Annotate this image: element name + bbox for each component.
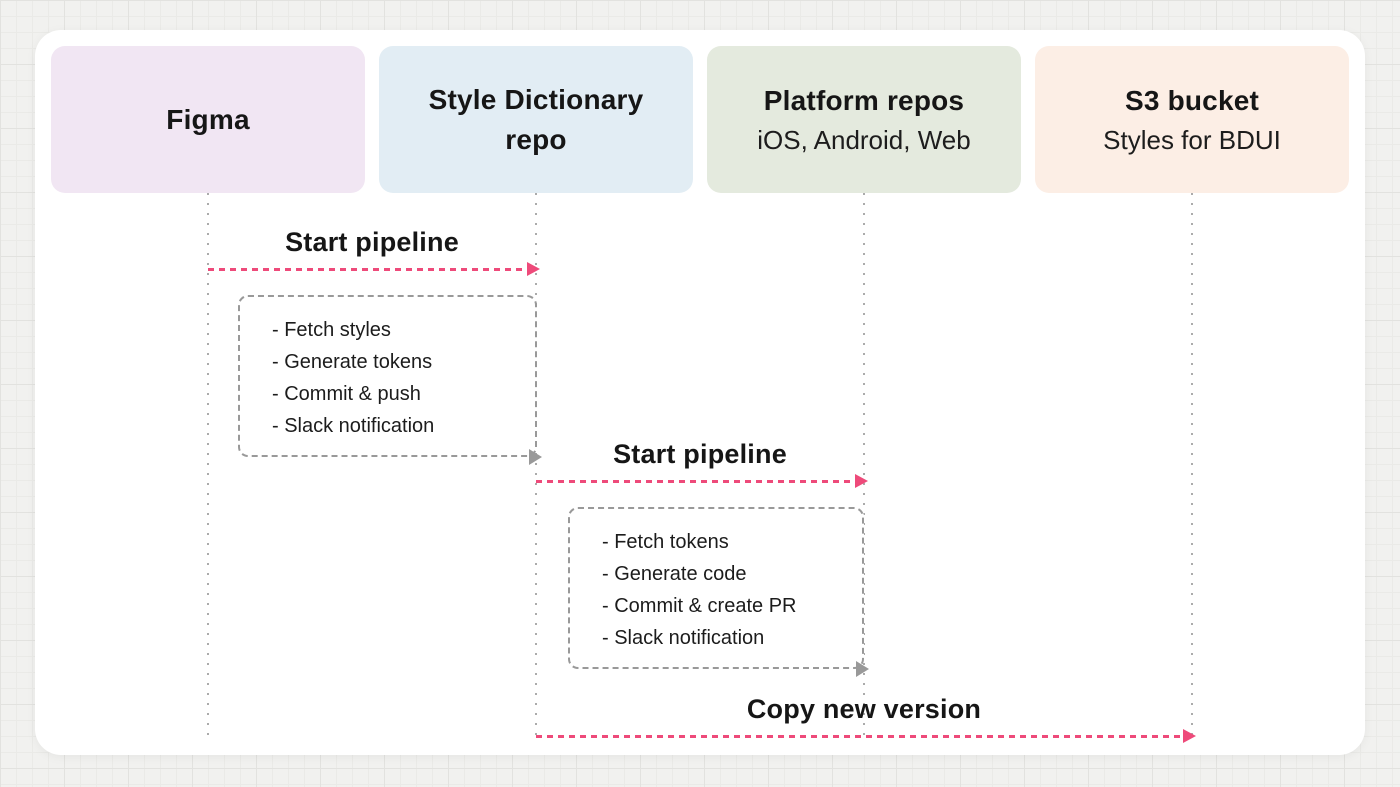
actor-title: Figma [166,103,250,135]
actor-box-style-dictionary-repo: Style Dictionary repo [379,46,693,193]
message-label: Start pipeline [613,439,787,469]
lifeline-figma [207,193,209,741]
arrow-right-icon [1183,729,1196,743]
task-list-item: - Slack notification [602,627,765,649]
actor-box-s3-bucket: S3 bucket Styles for BDUI [1035,46,1349,193]
message-arrow-line [536,729,1196,743]
lifeline-s3-bucket [1191,193,1193,741]
task-box-style-dictionary-pipeline: - Fetch styles - Generate tokens - Commi… [238,295,542,465]
message-label: Start pipeline [285,227,459,257]
task-list-item: - Commit & create PR [602,595,797,617]
diagram-canvas: Figma Style Dictionary repo Platform rep… [35,30,1365,755]
actor-subtitle: iOS, Android, Web [757,124,971,155]
task-box-platform-pipeline: - Fetch tokens - Generate code - Commit … [568,507,869,677]
arrow-right-icon [856,661,869,677]
message-copy-new-version: Copy new version [536,693,1196,743]
message-arrow-line [208,262,540,276]
message-arrow-line [536,474,868,488]
arrow-right-icon [855,474,868,488]
task-list-item: - Generate tokens [272,351,433,373]
task-list-item: - Fetch tokens [602,531,729,553]
task-list-item: - Slack notification [272,415,435,437]
actor-title: Style Dictionary repo [428,83,644,155]
lifeline-platform-repos [863,193,865,741]
arrow-right-icon [529,449,542,465]
message-start-pipeline-1: Start pipeline [208,226,540,276]
message-label: Copy new version [746,694,982,724]
actor-title: S3 bucket [1124,84,1260,116]
message-start-pipeline-2: Start pipeline [536,438,868,488]
task-list: - Fetch tokens - Generate code - Commit … [570,509,862,654]
actor-subtitle: Styles for BDUI [1103,124,1281,155]
task-list-item: - Generate code [602,563,747,585]
actor-box-platform-repos: Platform repos iOS, Android, Web [707,46,1021,193]
arrow-right-icon [527,262,540,276]
task-list-item: - Fetch styles [272,319,391,341]
task-list-item: - Commit & push [272,383,421,405]
task-list: - Fetch styles - Generate tokens - Commi… [240,297,535,442]
lifeline-style-dictionary-repo [535,193,537,741]
actor-title: Platform repos [763,84,965,116]
actor-box-figma: Figma [51,46,365,193]
